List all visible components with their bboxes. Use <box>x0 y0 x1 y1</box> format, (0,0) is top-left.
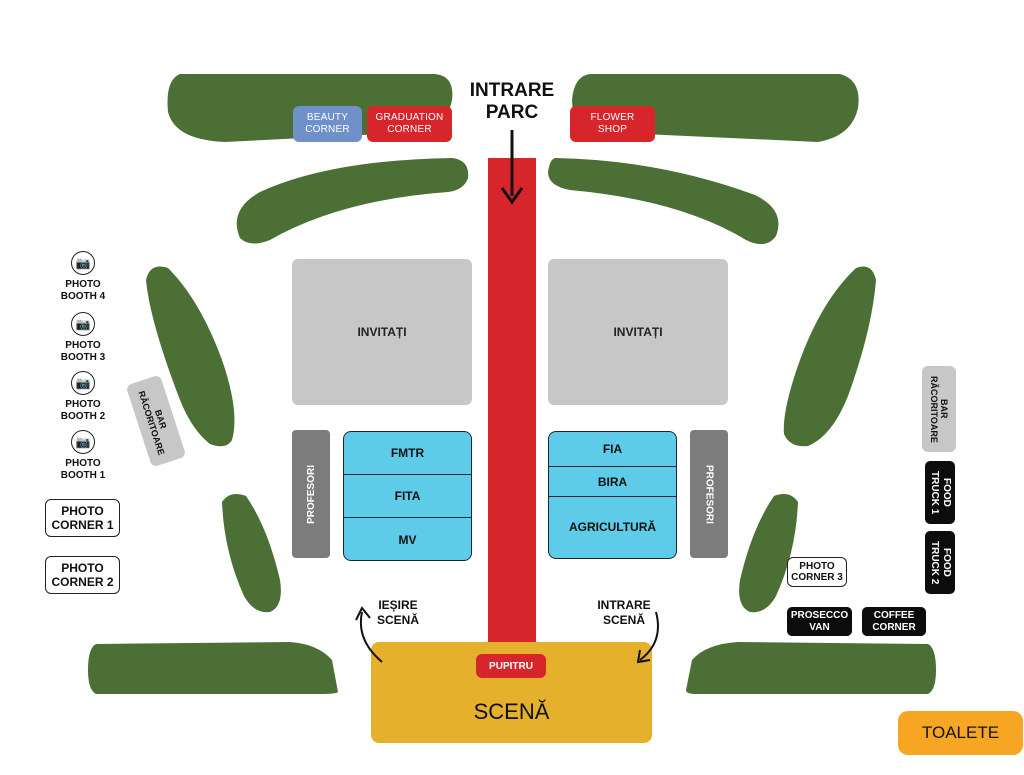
bar-right[interactable]: BAR RĂCORITOARE <box>922 366 956 452</box>
photo-corner-2[interactable]: PHOTO CORNER 2 <box>45 556 120 594</box>
photo-corner-2-line2: CORNER 2 <box>51 575 114 589</box>
flower-shop-line1: FLOWER <box>590 112 635 123</box>
faculty-fita[interactable]: FITA <box>344 475 471 518</box>
hedge-bottom-left <box>88 642 338 694</box>
flower-shop[interactable]: FLOWER SHOP <box>570 106 655 142</box>
faculties-block-right: FIA BIRA AGRICULTURĂ <box>548 431 677 559</box>
coffee-line2: CORNER <box>872 621 916 633</box>
hedge-arc-left <box>236 158 469 244</box>
prosecco-van[interactable]: PROSECCO VAN <box>787 607 852 636</box>
food-truck-1-line1: FOOD <box>941 478 952 507</box>
toilets-label: TOALETE <box>921 723 1000 742</box>
photo-booth-4-line1: PHOTO <box>65 279 101 290</box>
stage-entry-label: INTRARE SCENĂ <box>584 598 664 628</box>
photo-booth-2-line2: BOOTH 2 <box>60 411 106 422</box>
central-aisle <box>488 158 536 644</box>
photo-booth-4[interactable]: 📷 PHOTO BOOTH 4 <box>48 251 118 303</box>
hedge-diag-right-lower <box>739 494 798 613</box>
hedge-diag-right-upper <box>783 266 876 447</box>
toilets[interactable]: TOALETE <box>898 711 1023 755</box>
park-entrance-line2: PARC <box>485 102 539 123</box>
faculty-bira-label: BIRA <box>597 474 628 489</box>
hedge-arc-right <box>548 158 779 245</box>
photo-corner-1-line2: CORNER 1 <box>51 518 114 532</box>
food-truck-2[interactable]: FOOD TRUCK 2 <box>925 531 955 594</box>
faculty-mv[interactable]: MV <box>344 518 471 560</box>
photo-booth-1[interactable]: 📷 PHOTO BOOTH 1 <box>48 430 118 482</box>
faculty-fia-label: FIA <box>602 442 623 456</box>
faculty-agricultura[interactable]: AGRICULTURĂ <box>549 497 676 557</box>
faculty-fita-label: FITA <box>394 489 421 503</box>
photo-booth-2-line1: PHOTO <box>65 399 101 410</box>
prosecco-line1: PROSECCO <box>790 609 849 621</box>
lectern[interactable]: PUPITRU <box>476 654 546 678</box>
park-entrance-line1: INTRARE <box>469 80 555 101</box>
guests-area-left[interactable]: INVITAȚI <box>292 259 472 405</box>
graduation-corner-line2: CORNER <box>387 124 432 135</box>
photo-booth-3-line1: PHOTO <box>65 340 101 351</box>
stage-entry-line1: INTRARE <box>597 598 651 612</box>
bar-right-line1: BAR <box>939 399 949 419</box>
photo-booth-2[interactable]: 📷 PHOTO BOOTH 2 <box>48 371 118 423</box>
beauty-corner[interactable]: BEAUTY CORNER <box>293 106 362 142</box>
hedge-bottom-right <box>686 642 936 694</box>
photo-booth-3-line2: BOOTH 3 <box>60 352 106 363</box>
photo-corner-3-line1: PHOTO <box>799 561 835 572</box>
photo-booth-1-line2: BOOTH 1 <box>60 470 106 481</box>
camera-icon: 📷 <box>71 251 95 275</box>
photo-corner-1-line1: PHOTO <box>61 504 104 518</box>
photo-corner-1[interactable]: PHOTO CORNER 1 <box>45 499 120 537</box>
stage-exit-label: IEȘIRE SCENĂ <box>360 598 436 628</box>
food-truck-1-line2: TRUCK 1 <box>929 470 940 515</box>
stage-entry-line2: SCENĂ <box>602 613 645 627</box>
hedge-diag-left-upper <box>146 266 235 447</box>
prosecco-line2: VAN <box>809 621 830 633</box>
coffee-line1: COFFEE <box>873 609 915 621</box>
professors-area-right[interactable]: PROFESORI <box>690 430 728 558</box>
faculty-fmtr[interactable]: FMTR <box>344 432 471 475</box>
graduation-corner-line1: GRADUATION <box>375 112 444 123</box>
faculty-fmtr-label: FMTR <box>390 446 425 460</box>
faculty-bira[interactable]: BIRA <box>549 467 676 497</box>
beauty-corner-line2: CORNER <box>305 124 350 135</box>
photo-corner-2-line1: PHOTO <box>61 561 104 575</box>
photo-booth-1-line1: PHOTO <box>65 458 101 469</box>
stage-label: SCENĂ <box>473 698 550 724</box>
camera-icon: 📷 <box>71 430 95 454</box>
professors-right-label: PROFESORI <box>703 464 715 524</box>
photo-corner-3[interactable]: PHOTO CORNER 3 <box>787 557 847 587</box>
camera-icon: 📷 <box>71 371 95 395</box>
coffee-corner[interactable]: COFFEE CORNER <box>862 607 926 636</box>
food-truck-1[interactable]: FOOD TRUCK 1 <box>925 461 955 524</box>
photo-corner-3-line2: CORNER 3 <box>791 572 843 583</box>
food-truck-2-line1: FOOD <box>941 548 952 577</box>
flower-shop-line2: SHOP <box>597 124 628 135</box>
lectern-label: PUPITRU <box>489 660 533 672</box>
stage-exit-line1: IEȘIRE <box>378 598 418 612</box>
professors-area-left[interactable]: PROFESORI <box>292 430 330 558</box>
faculty-agricultura-label: AGRICULTURĂ <box>568 520 657 534</box>
camera-icon: 📷 <box>71 312 95 336</box>
photo-booth-4-line2: BOOTH 4 <box>60 291 106 302</box>
faculties-block-left: FMTR FITA MV <box>343 431 472 561</box>
graduation-corner[interactable]: GRADUATION CORNER <box>367 106 452 142</box>
guests-area-right[interactable]: INVITAȚI <box>548 259 728 405</box>
faculty-fia[interactable]: FIA <box>549 432 676 467</box>
food-truck-2-line2: TRUCK 2 <box>929 540 940 585</box>
faculty-mv-label: MV <box>398 532 417 547</box>
guests-right-label: INVITAȚI <box>613 325 663 339</box>
stage-exit-line2: SCENĂ <box>376 613 419 627</box>
curved-arrow-down-icon <box>636 611 659 664</box>
beauty-corner-line1: BEAUTY <box>306 112 349 123</box>
guests-left-label: INVITAȚI <box>357 325 407 339</box>
curved-arrow-up-icon <box>355 606 383 663</box>
park-entrance-label: INTRARE PARC <box>452 80 572 124</box>
hedge-diag-left-lower <box>222 494 281 613</box>
photo-booth-3[interactable]: 📷 PHOTO BOOTH 3 <box>48 312 118 364</box>
bar-right-line2: RĂCORITOARE <box>929 375 939 443</box>
